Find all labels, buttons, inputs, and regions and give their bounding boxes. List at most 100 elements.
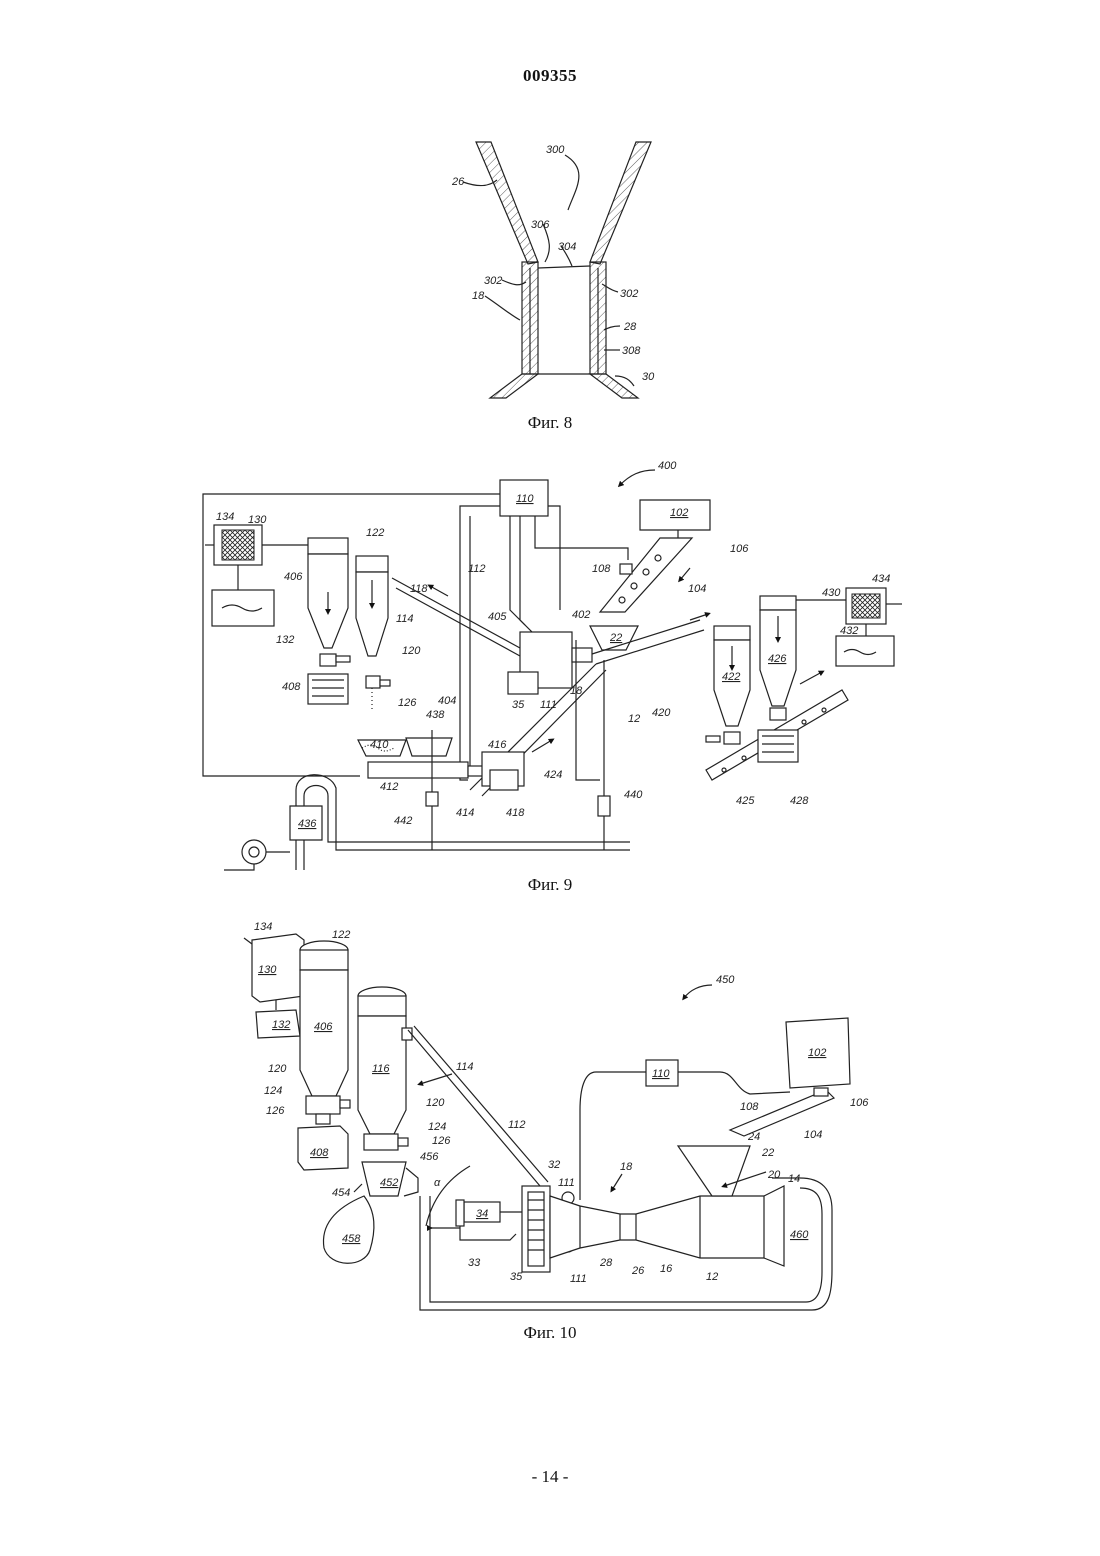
label-alpha: α [434,1177,441,1189]
label-416: 416 [488,739,507,751]
label-304: 304 [558,241,576,253]
label-114: 114 [456,1061,474,1073]
label-104: 104 [688,583,706,595]
label-130: 130 [258,964,277,976]
label-306: 306 [531,219,550,231]
funnel-wall-left [476,142,538,264]
label-434: 434 [872,573,890,585]
label-126-right: 126 [432,1135,451,1147]
label-438: 438 [426,709,445,721]
label-408: 408 [282,681,301,693]
label-132: 132 [276,634,294,646]
label-460: 460 [790,1229,809,1241]
label-106: 106 [730,543,749,555]
hopper-22 [678,1146,750,1196]
label-300: 300 [546,144,565,156]
label-440: 440 [624,789,643,801]
label-302-right: 302 [620,288,638,300]
label-22: 22 [761,1147,774,1159]
label-111-top: 111 [558,1177,575,1189]
label-32: 32 [548,1159,560,1171]
bag-458 [323,1196,373,1263]
label-428: 428 [790,795,809,807]
label-16: 16 [660,1263,673,1275]
label-12: 12 [628,713,640,725]
bag-408 [308,674,348,704]
label-134: 134 [216,511,234,523]
cyclone-406 [300,970,348,1096]
label-26: 26 [451,176,465,188]
label-122: 122 [366,527,384,539]
cyclone-116 [358,1016,406,1134]
venturi-18 [550,1196,764,1258]
label-120: 120 [402,645,421,657]
label-111-bottom: 111 [570,1273,587,1285]
figure-10-drawing: 450 130 134 132 406 122 120 124 126 408 … [0,910,1100,1325]
label-424: 424 [544,769,562,781]
label-120-left: 120 [268,1063,287,1075]
figure-8-caption: Фиг. 8 [0,413,1100,433]
label-106: 106 [850,1097,869,1109]
label-456: 456 [420,1151,439,1163]
label-422: 422 [722,671,740,683]
label-18: 18 [620,1161,633,1173]
label-102: 102 [808,1047,826,1059]
label-410: 410 [370,739,389,751]
label-406: 406 [314,1021,333,1033]
patent-number: 009355 [0,66,1100,86]
label-414: 414 [456,807,474,819]
label-104: 104 [804,1129,822,1141]
page-number: - 14 - [0,1467,1100,1487]
label-432: 432 [840,625,858,637]
label-124-right: 124 [428,1121,446,1133]
label-102: 102 [670,507,688,519]
label-28: 28 [623,321,637,333]
label-132: 132 [272,1019,290,1031]
label-114: 114 [396,613,414,625]
label-18: 18 [472,290,485,302]
label-405: 405 [488,611,507,623]
label-130: 130 [248,514,267,526]
label-116: 116 [372,1063,390,1075]
label-406: 406 [284,571,303,583]
label-302-left: 302 [484,275,502,287]
label-420: 420 [652,707,671,719]
label-436: 436 [298,818,317,830]
label-30: 30 [642,371,655,383]
label-120-right: 120 [426,1097,445,1109]
label-26: 26 [631,1265,645,1277]
label-418: 418 [506,807,525,819]
fan-icon [242,840,266,864]
label-425: 425 [736,795,755,807]
label-126: 126 [398,697,417,709]
label-402: 402 [572,609,590,621]
label-126-left: 126 [266,1105,285,1117]
label-28: 28 [599,1257,613,1269]
label-430: 430 [822,587,841,599]
label-426: 426 [768,653,787,665]
label-20: 20 [767,1169,781,1181]
label-35: 35 [510,1271,523,1283]
label-308: 308 [622,345,641,357]
label-408: 408 [310,1147,329,1159]
mixer-tube-412 [368,762,468,778]
figure-9-caption: Фиг. 9 [0,875,1100,895]
label-412: 412 [380,781,398,793]
label-108: 108 [592,563,611,575]
label-22: 22 [609,632,622,644]
label-12: 12 [706,1271,718,1283]
figure-9-drawing: 400 110 102 106 108 104 134 130 132 122 … [0,455,1100,875]
label-110: 110 [652,1068,670,1080]
label-454: 454 [332,1187,350,1199]
label-452: 452 [380,1177,398,1189]
label-112: 112 [468,563,486,575]
label-134: 134 [254,921,272,933]
label-35: 35 [512,699,525,711]
label-108: 108 [740,1101,759,1113]
figure-8-drawing: 300 26 306 304 302 302 18 28 308 30 [0,130,1100,410]
label-34: 34 [476,1208,488,1220]
label-14: 14 [788,1173,800,1185]
label-112: 112 [508,1119,526,1131]
funnel-wall-right [590,142,651,264]
figure-10-caption: Фиг. 10 [0,1323,1100,1343]
